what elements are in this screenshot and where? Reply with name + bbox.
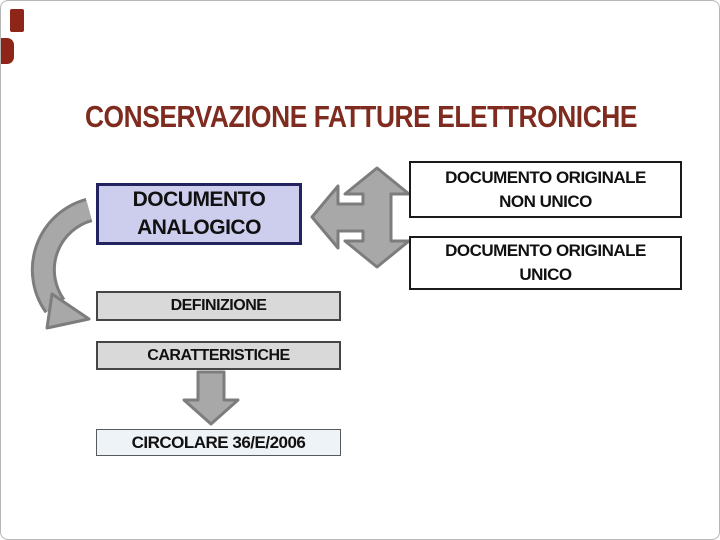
analog-box-line1: DOCUMENTO — [132, 188, 266, 211]
down-arrow-icon — [182, 370, 240, 426]
circolare-box[interactable]: CIRCOLARE 36/E/2006 — [96, 429, 341, 456]
analog-box-line2: ANALOGICO — [137, 216, 261, 239]
caratteristiche-box[interactable]: CARATTERISTICHE — [96, 341, 341, 370]
corner-accent-top — [10, 9, 24, 32]
rbox1-line1: DOCUMENTO ORIGINALE — [445, 167, 646, 187]
slide-title: CONSERVAZIONE FATTURE ELETTRONICHE — [84, 99, 638, 134]
curved-arrow-icon — [30, 197, 93, 330]
rbox2-line1: DOCUMENTO ORIGINALE — [445, 241, 646, 260]
definizione-box[interactable]: DEFINIZIONE — [96, 291, 341, 321]
documento-originale-unico-box[interactable]: DOCUMENTO ORIGINALE UNICO — [409, 236, 682, 290]
three-way-arrow-icon — [310, 166, 411, 269]
rbox1-line2: NON UNICO — [499, 191, 592, 211]
documento-originale-non-unico-box[interactable]: DOCUMENTO ORIGINALE NON UNICO — [409, 161, 682, 218]
rbox2-line2: UNICO — [519, 265, 572, 284]
corner-accent-left — [1, 38, 14, 64]
documento-analogico-box[interactable]: DOCUMENTO ANALOGICO — [96, 183, 302, 245]
